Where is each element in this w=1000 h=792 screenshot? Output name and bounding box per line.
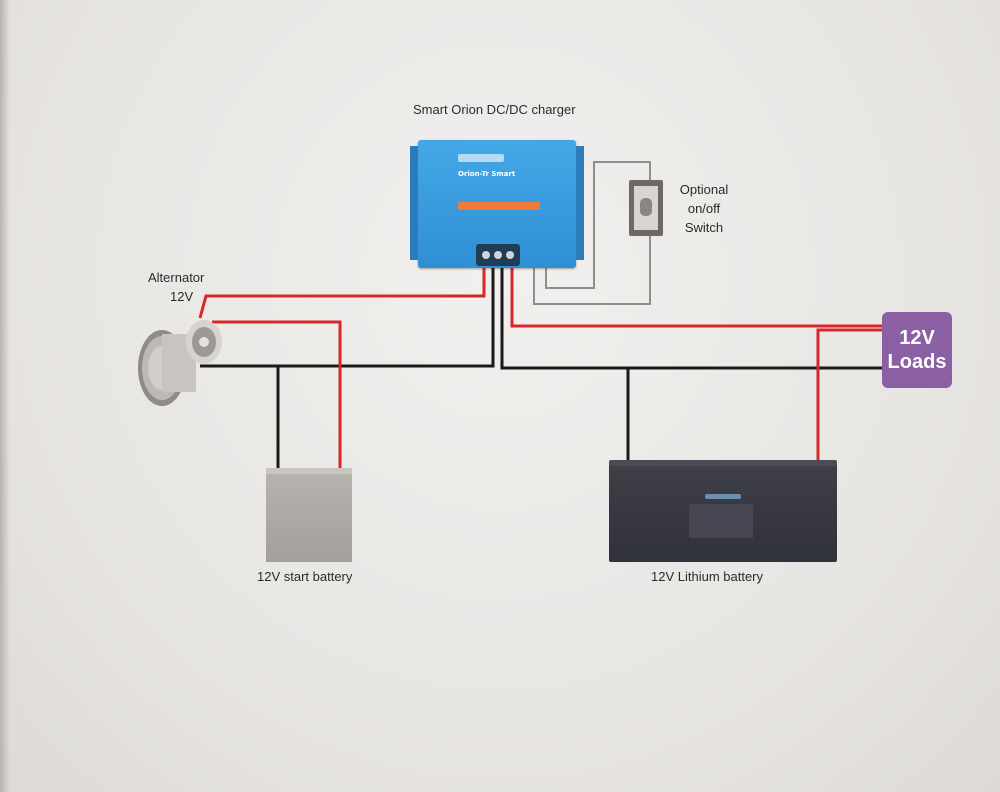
charger-model-text: Orion-Tr Smart — [458, 170, 516, 178]
charger-title: Smart Orion DC/DC charger — [413, 102, 576, 117]
switch-lever — [640, 198, 652, 216]
pos-wire-charger-loads — [510, 268, 882, 328]
negative-wires — [200, 268, 882, 468]
switch-label-line1: Optional — [679, 182, 729, 197]
lithium-battery-icon — [609, 460, 837, 562]
alternator-icon — [138, 320, 222, 406]
screen-edge — [0, 0, 10, 792]
dc-dc-charger-icon: Orion-Tr Smart — [410, 140, 584, 268]
toggle-switch-icon — [629, 180, 663, 236]
switch-label-line2: on/off — [687, 201, 721, 216]
switch-wire-b — [545, 161, 651, 289]
terminal-3 — [506, 251, 514, 259]
pos-wire-start-battery — [212, 320, 342, 468]
loads-line2: Loads — [887, 351, 947, 373]
pos-wire-lithium-battery — [816, 328, 882, 460]
lithium-battery-label: 12V Lithium battery — [651, 569, 764, 584]
lead-acid-battery-icon — [266, 468, 352, 562]
terminal-2 — [494, 251, 502, 259]
pos-wire-alternator-charger — [198, 268, 486, 319]
loads-line1: 12V — [899, 327, 935, 349]
neg-wire-alternator-charger — [200, 268, 495, 368]
terminal-1 — [482, 251, 490, 259]
charger-brand-mark — [458, 154, 504, 162]
positive-wires — [198, 268, 882, 468]
lithium-battery-logo — [705, 494, 741, 499]
lithium-battery-nameplate — [689, 504, 753, 538]
charger-orange-stripe — [458, 202, 540, 210]
loads-box: 12V Loads — [882, 312, 952, 388]
neg-wire-charger-loads — [500, 268, 882, 370]
alternator-label-line2: 12V — [170, 289, 194, 304]
switch-label-line3: Switch — [684, 220, 724, 235]
charger-terminal-block — [476, 244, 520, 266]
charger-right-fin — [576, 146, 584, 260]
alternator-label-line1: Alternator — [148, 270, 205, 285]
start-battery-label: 12V start battery — [257, 569, 353, 584]
charger-left-fin — [410, 146, 418, 260]
switch-signal-wires — [533, 161, 651, 305]
switch-wire-a — [533, 236, 651, 305]
